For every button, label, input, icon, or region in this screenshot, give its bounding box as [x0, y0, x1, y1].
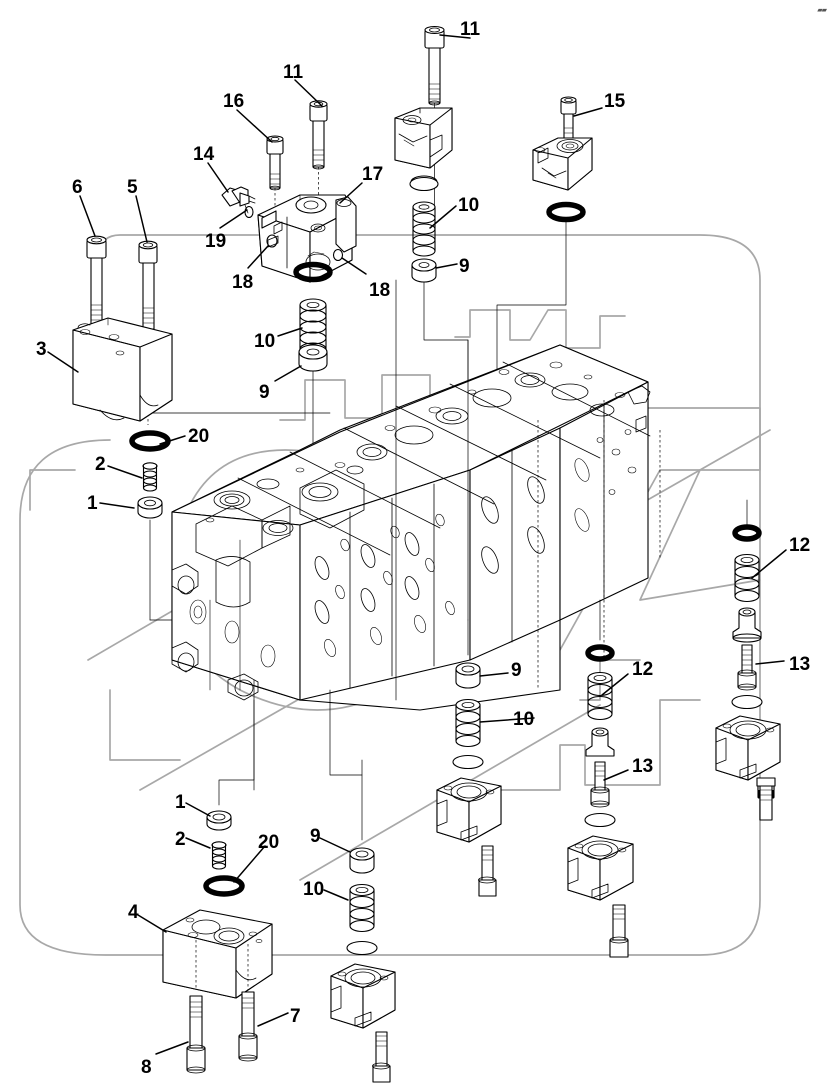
- part-8-hex-socket-bolt: [186, 995, 206, 1074]
- callout-14: 14: [193, 144, 215, 165]
- callout-4: 4: [128, 902, 139, 923]
- callout-1-a: 1: [87, 493, 98, 514]
- callout-19: 19: [205, 231, 227, 252]
- part-7-hex-socket-bolt: [238, 991, 258, 1062]
- spool-assembly-bottom-center: [330, 847, 396, 1083]
- callout-2-a: 2: [95, 454, 106, 475]
- callout-17: 17: [362, 164, 384, 185]
- callout-12-right: 12: [789, 535, 811, 556]
- callout-6: 6: [72, 177, 83, 198]
- part-16-socket-head-cap-screw: [266, 135, 284, 235]
- part-1-plug-seat-ring-lower: [206, 810, 232, 831]
- callout-1-b: 1: [175, 792, 186, 813]
- callout-13-right: 13: [789, 654, 811, 675]
- callout-7: 7: [290, 1006, 301, 1027]
- callout-18-left: 18: [232, 272, 254, 293]
- callout-20-a: 20: [188, 426, 210, 447]
- spool-assembly-center: [436, 662, 502, 897]
- callout-10-d: 10: [303, 879, 325, 900]
- callout-9-b: 9: [259, 382, 270, 403]
- callout-10-c: 10: [513, 709, 535, 730]
- callout-11-top: 11: [460, 19, 481, 40]
- spool-assembly-right: [715, 524, 781, 821]
- callout-9-a: 9: [459, 256, 470, 277]
- callout-leader-lines: [47, 34, 787, 1055]
- part-2-small-coil-spring-lower: [211, 841, 227, 870]
- part-18-small-o-ring-right: [332, 248, 344, 262]
- callout-13-center: 13: [632, 756, 654, 777]
- callout-11-mid: 11: [283, 62, 304, 83]
- washer-under-block-11: [409, 176, 439, 192]
- part-11-socket-head-cap-screw-top: [424, 25, 445, 206]
- part-20-o-ring-under-15-block: [546, 201, 586, 223]
- part-4-rectangular-valve-block: [162, 909, 273, 999]
- part-1-plug-seat-ring-upper: [137, 496, 163, 519]
- spool-assembly-center-right: [567, 644, 634, 958]
- callout-10-b: 10: [254, 331, 276, 352]
- callout-12-center: 12: [632, 659, 654, 680]
- callout-2-b: 2: [175, 829, 186, 850]
- part-20-o-ring-under-housing: [293, 261, 333, 283]
- callout-15: 15: [604, 91, 626, 112]
- part-9-spring-retainer-cup-top-right: [411, 258, 437, 283]
- callout-10-a: 10: [458, 195, 480, 216]
- main-control-valve-body: [171, 344, 651, 711]
- callout-5: 5: [127, 177, 138, 198]
- part-2-small-coil-spring-upper: [142, 462, 158, 492]
- part-9-spring-retainer-cup-center: [298, 344, 328, 372]
- callout-9-d: 9: [310, 826, 321, 847]
- valve-sub-block-under-15: [532, 137, 593, 191]
- part-20-o-ring-under-cover: [129, 430, 171, 452]
- part-18-small-o-ring-left: [266, 234, 278, 248]
- part-20-o-ring-lower: [203, 875, 245, 897]
- callout-3: 3: [36, 339, 47, 360]
- callout-18-right: 18: [369, 280, 391, 301]
- callout-20-b: 20: [258, 832, 280, 853]
- part-3-end-cover-block: [72, 317, 173, 422]
- part-17-pilot-valve-housing: [257, 194, 357, 283]
- part-14-relief-plug-fitting: [221, 186, 256, 214]
- part-19-small-o-ring: [244, 205, 254, 219]
- callout-9-c: 9: [511, 660, 522, 681]
- corner-artifact-mark: ▰▰: [817, 7, 827, 14]
- part-10-coil-spring-center: [299, 298, 327, 356]
- valve-sub-block-under-11: [394, 107, 453, 169]
- callout-16: 16: [223, 91, 245, 112]
- callout-8: 8: [141, 1057, 152, 1078]
